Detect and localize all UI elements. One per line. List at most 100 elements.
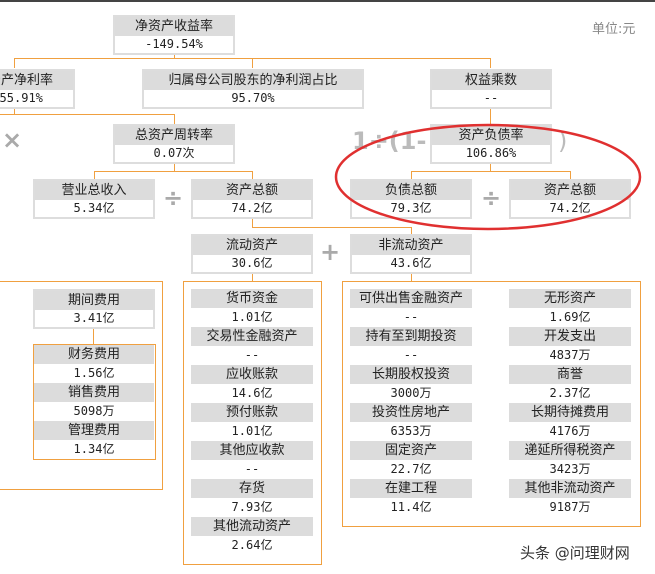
item-label: 递延所得税资产	[509, 441, 631, 460]
connector	[490, 106, 491, 124]
item-label: 管理费用	[34, 421, 154, 440]
item-value: 11.4亿	[350, 498, 472, 517]
node-label: 营业总收入	[35, 181, 153, 200]
node-value: 0.07次	[115, 145, 233, 162]
plus-icon: +	[320, 238, 341, 266]
item-value: 4837万	[509, 346, 631, 365]
connector	[94, 171, 95, 179]
connector	[252, 171, 253, 179]
watermark: 头条 @问理财网	[520, 544, 630, 562]
node-label: 总资产周转率	[115, 126, 233, 145]
item-label: 无形资产	[509, 289, 631, 308]
item-value: --	[191, 346, 313, 365]
connector	[252, 216, 253, 228]
item-value: 1.01亿	[191, 422, 313, 441]
item-value: --	[350, 308, 472, 327]
item-value: 9187万	[509, 498, 631, 517]
connector	[490, 58, 491, 68]
connector	[411, 171, 571, 172]
node-label: 归属母公司股东的净利润占比	[144, 71, 362, 90]
list-item[interactable]: 其他应收款--	[191, 441, 313, 479]
item-value: 7.93亿	[191, 498, 313, 517]
item-label: 预付账款	[191, 403, 313, 422]
list-item[interactable]: 可供出售金融资产--	[350, 289, 472, 327]
node-roa[interactable]: 总资产净利率-155.91%	[0, 69, 75, 109]
connector	[93, 326, 94, 344]
item-value: 3423万	[509, 460, 631, 479]
list-item[interactable]: 交易性金融资产--	[191, 327, 313, 365]
item-label: 其他流动资产	[191, 517, 313, 536]
node-label: 资产总额	[193, 181, 311, 200]
item-label: 长期待摊费用	[509, 403, 631, 422]
item-value: 1.01亿	[191, 308, 313, 327]
node-value: -155.91%	[0, 90, 73, 107]
node-value: 5.34亿	[35, 200, 153, 217]
expense-detail-group	[33, 344, 156, 460]
connector	[570, 171, 571, 179]
current-assets-group	[183, 281, 322, 565]
item-label: 销售费用	[34, 383, 154, 402]
item-label: 开发支出	[509, 327, 631, 346]
item-value: 5098万	[34, 402, 154, 421]
connector	[411, 171, 412, 179]
item-label: 财务费用	[34, 345, 154, 364]
item-value: 22.7亿	[350, 460, 472, 479]
expense-group	[0, 281, 163, 490]
item-label: 持有至到期投资	[350, 327, 472, 346]
item-label: 商誉	[509, 365, 631, 384]
node-value: --	[432, 90, 550, 107]
node-roe[interactable]: 净资产收益率-149.54%	[113, 15, 235, 55]
formula-suffix: )	[558, 127, 568, 155]
divide-icon: ÷	[481, 184, 502, 212]
connector	[174, 52, 175, 59]
node-equity-multiplier[interactable]: 权益乘数--	[430, 69, 552, 109]
connector	[94, 171, 253, 172]
item-label: 存货	[191, 479, 313, 498]
connector	[411, 227, 412, 234]
node-label: 总资产净利率	[0, 71, 73, 90]
node-label: 资产负债率	[432, 126, 550, 145]
list-item[interactable]: 持有至到期投资--	[350, 327, 472, 365]
item-value: 4176万	[509, 422, 631, 441]
node-label: 权益乘数	[432, 71, 550, 90]
connector	[174, 114, 175, 124]
item-label: 交易性金融资产	[191, 327, 313, 346]
node-value: 30.6亿	[193, 255, 311, 272]
item-label: 可供出售金融资产	[350, 289, 472, 308]
item-label: 长期股权投资	[350, 365, 472, 384]
node-label: 期间费用	[35, 291, 153, 310]
node-label: 净资产收益率	[115, 17, 233, 36]
item-value: 2.37亿	[509, 384, 631, 403]
